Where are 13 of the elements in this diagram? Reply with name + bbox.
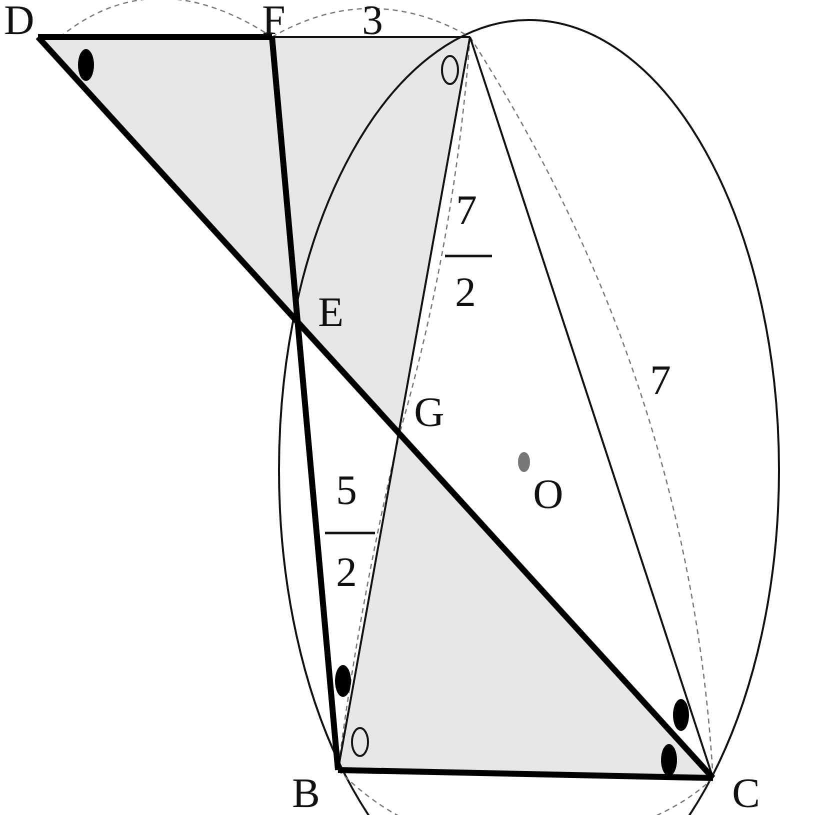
point-label: E xyxy=(318,292,344,334)
point-label: C xyxy=(732,773,760,815)
point-label: 7 xyxy=(650,360,671,402)
point-label: 3 xyxy=(362,0,383,42)
point-label: B xyxy=(292,773,320,815)
point-label: 5 xyxy=(336,470,357,512)
point-label: D xyxy=(4,0,34,42)
point-label: 2 xyxy=(455,272,476,314)
point-label: G xyxy=(414,392,444,434)
point-label: F xyxy=(262,0,286,42)
point-label: 7 xyxy=(456,190,477,232)
point-label: O xyxy=(533,474,564,516)
point-label: 2 xyxy=(336,552,357,594)
